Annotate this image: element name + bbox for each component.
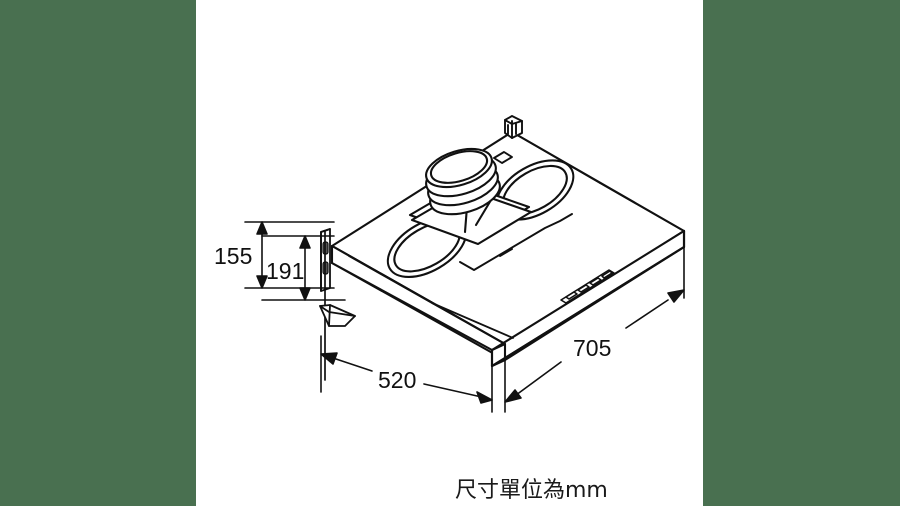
dimension-label-191: 191 [266, 258, 304, 284]
rectangular-top-slot [493, 151, 513, 164]
rear-top-fold [511, 131, 601, 184]
hood-corner-bevel-a [490, 342, 507, 352]
top-chamfer-fold-right [431, 302, 506, 345]
rear-top-fold-right [599, 182, 685, 232]
units-caption: 尺寸單位為mm [455, 478, 608, 503]
front-control-panel-buttons[interactable] [560, 269, 615, 304]
hood-front-band [490, 229, 686, 368]
dimension-520 [320, 335, 493, 413]
dimension-155 [244, 221, 335, 289]
oil-drip-cup [319, 304, 356, 327]
dimension-label-155: 155 [214, 243, 252, 269]
hood-corner-bevel-b [490, 358, 507, 368]
dimension-label-705: 705 [573, 335, 611, 361]
hood-top-surface [330, 130, 686, 346]
dimension-label-520: 520 [378, 367, 416, 393]
dimension-191 [261, 235, 346, 301]
dimension-705 [504, 246, 685, 413]
round-duct-outlet-collar [425, 147, 501, 216]
rear-mounting-clip [504, 115, 523, 139]
